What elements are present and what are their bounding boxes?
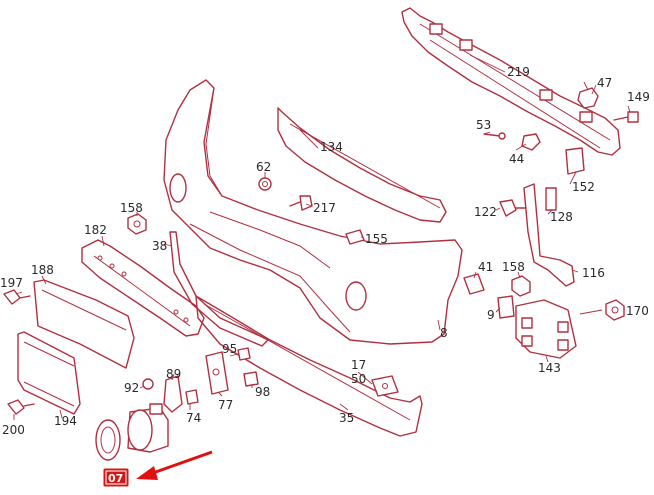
highlight-label: 07 (108, 472, 123, 485)
label-38: 38 (152, 239, 167, 253)
label-200: 200 (2, 423, 25, 437)
label-35: 35 (339, 411, 354, 425)
label-219: 219 (507, 65, 530, 79)
highlight-box (103, 468, 129, 487)
bolt-122 (499, 199, 527, 217)
label-47: 47 (597, 76, 612, 90)
label-188: 188 (31, 263, 54, 277)
bracket-89 (163, 375, 183, 413)
label-77: 77 (218, 398, 233, 412)
license-bracket-188 (33, 279, 135, 369)
label-74: 74 (186, 411, 201, 425)
label-9: 9 (487, 308, 495, 322)
label-95: 95 (222, 342, 237, 356)
label-44: 44 (509, 152, 524, 166)
trim-strip-38 (169, 231, 269, 347)
screw-200 (7, 399, 35, 415)
clip-44 (521, 133, 541, 151)
bolt-217 (289, 195, 313, 211)
bracket-128 (523, 183, 575, 287)
screw-197 (3, 289, 31, 305)
label-182: 182 (84, 223, 107, 237)
screw-53 (483, 132, 506, 140)
bracket-143 (515, 299, 577, 359)
fog-lamp-07 (95, 403, 169, 461)
label-98: 98 (255, 385, 270, 399)
label-143: 143 (538, 361, 561, 375)
label-170: 170 (626, 304, 649, 318)
nut-158-left (127, 213, 147, 235)
bracket-9 (497, 295, 515, 319)
nut-158-right (511, 275, 531, 297)
label-149: 149 (627, 90, 650, 104)
grille-182 (81, 239, 205, 337)
label-116: 116 (582, 266, 605, 280)
license-plate-194 (17, 331, 81, 415)
label-134: 134 (320, 140, 343, 154)
highlight-callout: 07 (103, 450, 213, 487)
label-89: 89 (166, 367, 181, 381)
label-8: 8 (440, 326, 448, 340)
bumper-cover-8 (163, 79, 463, 345)
leader-lines (13, 54, 631, 420)
reinforcement-bar-219 (401, 7, 621, 156)
bolt-149 (613, 111, 639, 123)
nut-170 (605, 299, 625, 321)
label-128: 128 (550, 210, 573, 224)
bolt-47 (577, 81, 599, 109)
bracket-41 (463, 273, 485, 295)
label-122: 122 (474, 205, 497, 219)
part-labels: 219 47 149 53 44 152 134 62 217 122 128 … (0, 65, 650, 437)
label-50: 50 (351, 372, 366, 386)
label-217: 217 (313, 201, 336, 215)
label-158-left: 158 (120, 201, 143, 215)
nut-62 (258, 177, 272, 191)
clip-74 (185, 389, 199, 405)
clip-155 (345, 229, 365, 245)
bolt-98 (243, 371, 259, 387)
label-197: 197 (0, 276, 23, 290)
absorber-134 (277, 107, 447, 223)
label-152: 152 (572, 180, 595, 194)
bracket-17-50 (371, 375, 399, 397)
bracket-152 (565, 147, 585, 175)
bolt-95 (237, 347, 251, 361)
label-41: 41 (478, 260, 493, 274)
label-62: 62 (256, 160, 271, 174)
label-92: 92 (124, 381, 139, 395)
highlight-arrow (149, 450, 213, 476)
ring-92 (142, 378, 154, 390)
bracket-77 (205, 351, 229, 395)
label-155: 155 (365, 232, 388, 246)
label-53: 53 (476, 118, 491, 132)
label-194: 194 (54, 414, 77, 428)
label-17: 17 (351, 358, 366, 372)
highlight-arrowhead (136, 466, 158, 480)
lower-strip-35 (195, 295, 423, 437)
label-158-right: 158 (502, 260, 525, 274)
